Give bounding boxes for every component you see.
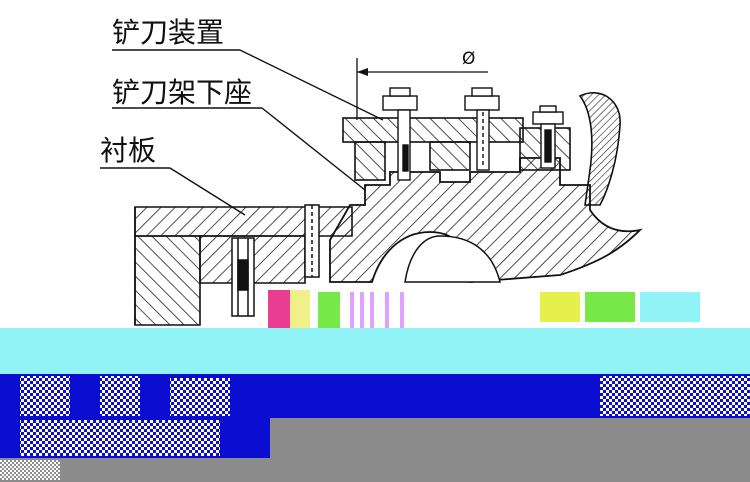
artifact-green-right	[585, 292, 635, 322]
shovel-blade-device-part	[342, 91, 621, 206]
artifact-check-3	[170, 378, 230, 416]
artifact-bands	[0, 290, 750, 482]
artifact-check-1	[20, 376, 70, 416]
leader-line-1	[239, 49, 384, 121]
artifact-gray-bottom	[0, 458, 750, 482]
bolt-1	[382, 87, 418, 181]
leader-lines	[100, 49, 384, 216]
artifact-green-block	[318, 292, 340, 328]
artifact-check-4	[600, 376, 750, 416]
artifact-magenta-block	[268, 290, 290, 330]
leader-line-2	[261, 107, 366, 191]
artifact-check-6	[0, 460, 60, 480]
label-shovel-blade-device: 铲刀装置	[112, 16, 224, 49]
diameter-symbol: Ø	[462, 49, 475, 69]
top-bolts	[382, 87, 564, 181]
artifact-cyan-right	[640, 292, 700, 322]
artifact-gray-band	[270, 418, 750, 458]
bolt-2	[464, 87, 500, 171]
label-liner-plate: 衬板	[100, 134, 156, 167]
label-shovel-blade-lower-seat: 铲刀架下座	[112, 76, 252, 109]
artifact-check-2	[100, 376, 140, 416]
artifact-check-5	[20, 420, 220, 456]
artifact-yellow-block	[290, 290, 310, 330]
artifact-cyan-band	[0, 328, 750, 374]
liner-bolt	[231, 204, 320, 317]
bolt-3	[532, 105, 564, 169]
diameter-dimension: Ø	[356, 49, 488, 120]
artifact-stripes	[350, 292, 404, 328]
artifact-yellow-right	[540, 292, 580, 322]
liner-plate-part	[134, 206, 353, 326]
